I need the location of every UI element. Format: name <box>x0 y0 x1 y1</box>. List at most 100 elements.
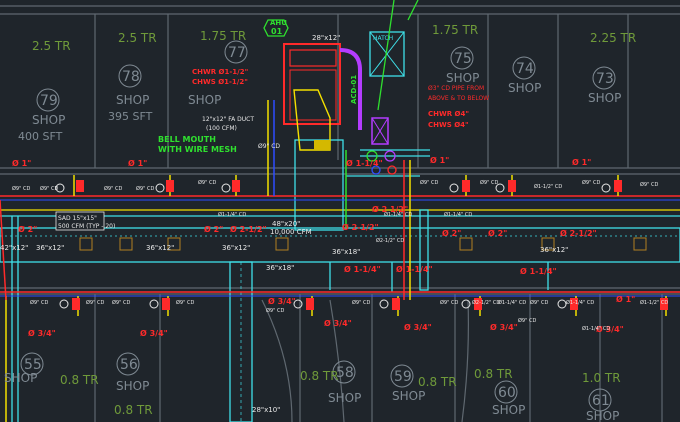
pipe-size-label: Ø 3/4" <box>324 318 352 328</box>
bellmouth-label: BELL MOUTH <box>158 135 216 144</box>
shop-number: 55 <box>24 357 42 373</box>
shop-number: 77 <box>228 45 246 61</box>
zone-tonnage: 0.8 TR <box>60 373 99 387</box>
fa-duct-cfm: (100 CFM) <box>206 125 237 132</box>
cd-tag: Ø9" CD <box>136 185 154 192</box>
zone-tonnage: 0.8 TR <box>418 375 457 389</box>
cd-tag: Ø9" CD <box>30 299 48 306</box>
cd-tag: Ø9" CD <box>266 307 284 314</box>
pipe-size-label: Ø 2" <box>442 228 461 238</box>
main-supply-duct <box>0 227 680 263</box>
pipe-size-label: Ø 1" <box>12 158 31 168</box>
shop-label: SHOP <box>188 93 221 107</box>
cd-tag: Ø1-1/4" CD <box>582 325 610 332</box>
chws-1-label: CHWS Ø1-1/2" <box>192 78 248 86</box>
shop-label: SHOP <box>586 409 619 422</box>
pipe-note-2: ABOVE & TO BELOW <box>428 95 489 102</box>
bottom-duct-size: 28"x10" <box>252 406 280 414</box>
duct-dampers <box>79 237 647 251</box>
shop-number: 58 <box>336 365 354 381</box>
cd-tag: Ø9" CD <box>12 185 30 192</box>
zone-tonnage: 2.5 TR <box>32 39 71 53</box>
zone-tonnage: 2.5 TR <box>118 31 157 45</box>
cd-tag: Ø9" CD <box>104 185 122 192</box>
diffuser-tags: Ø9" CD Ø9" CD Ø9" CD Ø9" CD Ø9" CD Ø9" C… <box>12 179 668 332</box>
vertical-label: ACD-01 <box>350 75 358 104</box>
cd-tag: Ø9" CD <box>198 179 216 186</box>
ahu-number: 01 <box>271 27 283 36</box>
pipe-size-label: Ø 3/4" <box>404 322 432 332</box>
riser-duct-size: 36"x18" <box>266 264 294 272</box>
hatch-box <box>369 31 405 77</box>
shop-number: 75 <box>454 51 472 67</box>
main-duct-size: 48"x20" <box>272 220 300 228</box>
shop-label: SHOP <box>116 93 149 107</box>
cd-tag: Ø9" CD <box>420 179 438 186</box>
pipe-size-label: Ø 3/4" <box>140 328 168 338</box>
hatch-label: HATCH <box>373 35 393 42</box>
ahu-tag: AHU <box>270 19 287 27</box>
pipe-size-label: Ø 1" <box>128 158 147 168</box>
pipe-size-label: Ø 1" <box>572 157 591 167</box>
cd-tag: Ø9" CD <box>582 179 600 186</box>
fcu-units <box>72 180 668 310</box>
cd-tag: Ø1-1/4" CD <box>384 211 412 218</box>
riser-duct-size-2: 36"x18" <box>332 248 360 256</box>
cd-tag: Ø9" CD <box>480 179 498 186</box>
duct-size: 36"x12" <box>222 244 250 252</box>
pipe-size-label: Ø 2" <box>204 224 223 234</box>
zone-tonnage: 1.0 TR <box>582 371 621 385</box>
shop-number: 56 <box>120 357 138 373</box>
cd-tag: Ø2-1/2" CD <box>472 299 500 306</box>
equipment-annotations: AHU 01 28"x12" CHWR Ø1-1/2" CHWS Ø1-1/2"… <box>158 19 489 154</box>
cd-tag: Ø1-1/4" CD <box>444 211 472 218</box>
pipe-size-label: Ø 1-1/4" <box>346 158 383 168</box>
shop-label: SHOP <box>446 71 479 85</box>
shop-label: SHOP <box>4 371 37 385</box>
cd-tag: Ø9" CD <box>112 299 130 306</box>
cd-tag: Ø9" CD <box>176 299 194 306</box>
fa-duct-label: 12"x12" FA DUCT <box>202 116 254 123</box>
pipe-size-label: Ø 2-1/2" <box>230 224 267 234</box>
shop-number: 79 <box>40 93 58 109</box>
ahu-unit <box>263 0 419 175</box>
shop-number: 73 <box>596 71 614 87</box>
pipe-size-label: Ø 1" <box>430 155 449 165</box>
sad-cfm: 500 CFM (TYP - 20) <box>58 223 115 230</box>
shop-area: 395 SFT <box>108 110 153 123</box>
pipe-size-label: Ø 2" <box>18 224 37 234</box>
chws-4-label: CHWS Ø4" <box>428 121 469 129</box>
chwr-4-label: CHWR Ø4" <box>428 110 469 118</box>
shop-label: SHOP <box>508 81 541 95</box>
pipe-size-label: Ø 2 1/2" <box>372 204 408 214</box>
pipe-size-label: Ø 3/4" <box>596 324 624 334</box>
pipe-size-label: Ø 3/4" <box>490 322 518 332</box>
zone-tonnage: 1.75 TR <box>200 29 246 43</box>
shop-label: SHOP <box>328 391 361 405</box>
cd-tag: Ø9" CD <box>440 299 458 306</box>
shop-label: SHOP <box>116 379 149 393</box>
zone-tonnage: 0.8 TR <box>114 403 153 417</box>
fa-cd-label: Ø9" CD <box>258 143 280 150</box>
duct-size: 36"x12" <box>36 244 64 252</box>
pipe-size-label: Ø 3/4" <box>28 328 56 338</box>
cd-tag: Ø1-1/2" CD <box>534 183 562 190</box>
shop-area: 400 SFT <box>18 130 63 143</box>
chwr-1-label: CHWR Ø1-1/2" <box>192 68 248 76</box>
pipe-size-label: Ø 3/4" <box>268 296 296 306</box>
zone-tonnage: 0.8 TR <box>300 369 339 383</box>
cd-tag: Ø9" CD <box>530 299 548 306</box>
walls <box>0 5 680 422</box>
pipe-size-label: Ø 1" <box>616 294 635 304</box>
shop-label: SHOP <box>32 113 65 127</box>
duct-size: 36"x12" <box>540 246 568 254</box>
cd-tag: Ø9" CD <box>86 299 104 306</box>
shop-number: 60 <box>498 385 516 401</box>
shop-labels: 79 SHOP 400 SFT 78 SHOP 395 SFT 77 SHOP … <box>4 45 621 422</box>
top-duct-size: 28"x12" <box>312 34 340 42</box>
diffusers <box>55 183 611 309</box>
cd-tag: Ø2-1/2" CD <box>376 237 404 244</box>
bellmouth-label-2: WITH WIRE MESH <box>158 145 237 154</box>
shop-number: 59 <box>394 369 412 385</box>
shop-number: 74 <box>516 61 534 77</box>
